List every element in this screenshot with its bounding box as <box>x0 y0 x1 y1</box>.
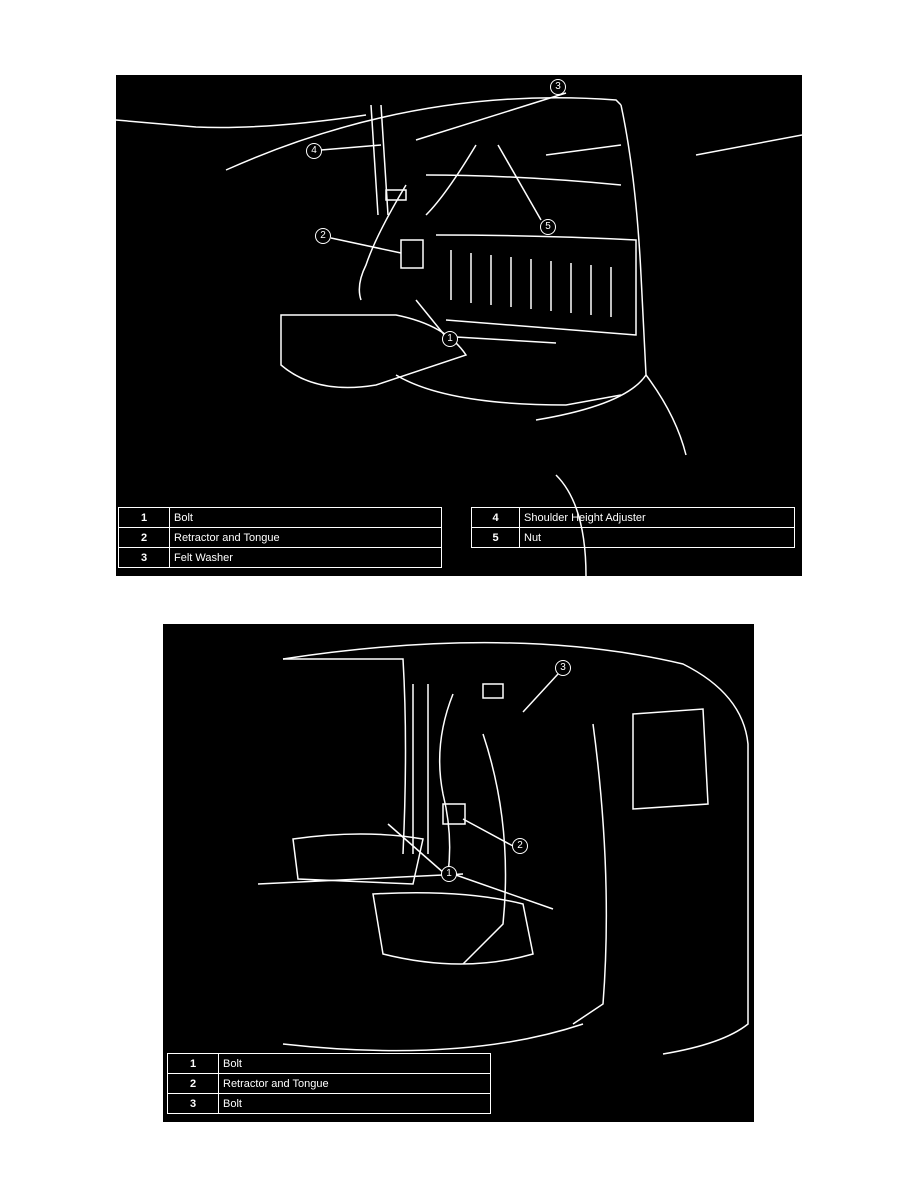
legend-label: Bolt <box>218 1093 491 1114</box>
callout-1: 1 <box>442 331 458 347</box>
callout-2: 2 <box>512 838 528 854</box>
callout-3: 3 <box>550 79 566 95</box>
callout-2: 2 <box>315 228 331 244</box>
legend-number: 1 <box>167 1053 219 1074</box>
legend-number: 2 <box>118 527 170 548</box>
legend-label: Bolt <box>218 1053 491 1074</box>
legend-label: Bolt <box>169 507 442 528</box>
legend-number: 5 <box>471 527 520 548</box>
legend-number: 1 <box>118 507 170 528</box>
callout-3: 3 <box>555 660 571 676</box>
legend-number: 3 <box>118 547 170 568</box>
legend-number: 4 <box>471 507 520 528</box>
legend-number: 3 <box>167 1093 219 1114</box>
legend-number: 2 <box>167 1073 219 1094</box>
legend-label: Retractor and Tongue <box>169 527 442 548</box>
legend-label: Felt Washer <box>169 547 442 568</box>
legend-label: Retractor and Tongue <box>218 1073 491 1094</box>
legend-label: Shoulder Height Adjuster <box>519 507 795 528</box>
cab-side-illustration <box>257 641 749 1055</box>
cab-interior-illustration <box>116 92 802 576</box>
callout-4: 4 <box>306 143 322 159</box>
callout-5: 5 <box>540 219 556 235</box>
legend-label: Nut <box>519 527 795 548</box>
callout-1: 1 <box>441 866 457 882</box>
